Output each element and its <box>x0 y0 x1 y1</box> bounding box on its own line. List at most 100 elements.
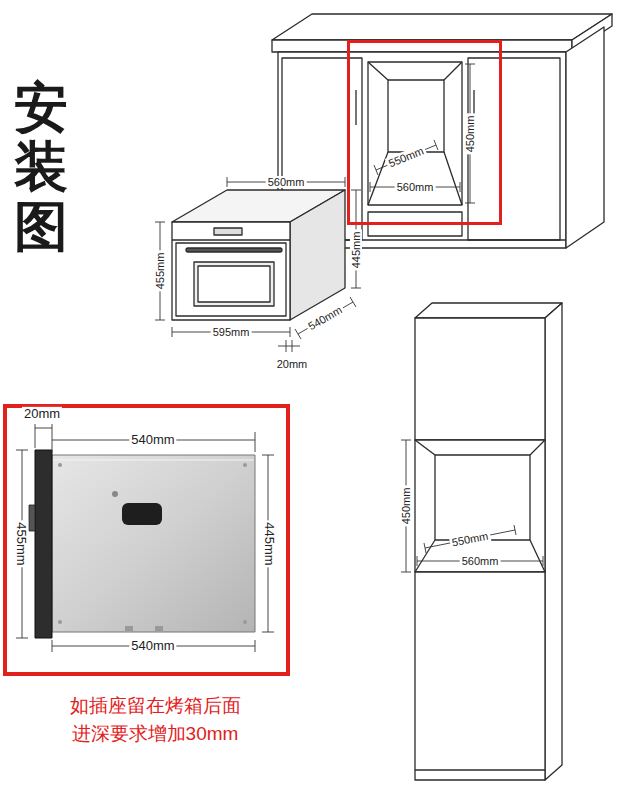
tall-cabinet-part <box>415 769 545 770</box>
oven-dimension-lines-part <box>295 329 301 339</box>
dimension-label: 445mm <box>350 230 362 271</box>
tall-cabinet-part <box>415 318 545 440</box>
base-cabinet-part <box>368 62 462 205</box>
dimension-label: 595mm <box>211 326 252 338</box>
oven-side-view-part <box>53 460 254 461</box>
tall-cabinet-part <box>415 572 545 780</box>
cabinet-dimension-lines-part <box>465 64 475 65</box>
cabinet-dimension-lines-part <box>374 165 378 175</box>
oven-side-view-part <box>52 455 255 632</box>
tall-cabinet-part <box>415 440 545 572</box>
cabinet-dimension-lines-part <box>460 182 461 192</box>
tall-cabinet-part <box>435 455 530 540</box>
base-cabinet-part <box>272 14 612 40</box>
oven-unit-part <box>290 190 345 320</box>
tall-cabinet-dimension-lines-part <box>543 556 544 566</box>
oven-side-view-part <box>125 626 133 631</box>
tall-cabinet-part <box>415 303 562 318</box>
tall-cabinet-dimension-lines-part <box>401 572 411 573</box>
oven-side-view <box>29 450 255 638</box>
dimension-label: 455mm <box>14 520 28 567</box>
oven-side-view-part <box>243 620 247 624</box>
oven-unit-part <box>176 243 286 316</box>
tall-cabinet-part <box>415 540 435 572</box>
tall-cabinet-dimension-lines <box>401 440 543 572</box>
dimension-label: 455mm <box>154 251 166 292</box>
dimension-label: 445mm <box>262 520 276 567</box>
dimension-label: 540mm <box>129 433 176 447</box>
oven-dimension-lines-part <box>345 177 346 187</box>
dimension-label: 560mm <box>266 176 307 188</box>
oven-dimension-lines-part <box>351 288 361 289</box>
oven-unit-part <box>194 262 274 306</box>
oven-side-view-part <box>243 463 247 467</box>
cabinet-dimension-lines-part <box>434 140 438 150</box>
oven-side-view-part <box>35 450 52 638</box>
side-view-dimension-lines-part <box>16 450 28 451</box>
tall-cabinet-dimension-lines-part <box>425 530 515 548</box>
tall-cabinet-part <box>545 303 562 780</box>
side-view-dimension-lines <box>16 424 274 652</box>
dimension-label: 450mm <box>464 114 476 155</box>
dimension-label: 560mm <box>460 555 501 567</box>
oven-side-view-part <box>29 505 35 531</box>
dimension-label: 20mm <box>275 358 310 370</box>
dimension-label: 450mm <box>400 486 412 527</box>
base-cabinet-part <box>444 62 462 80</box>
oven-unit-part <box>186 248 282 252</box>
tall-cabinet-part <box>530 540 545 572</box>
base-cabinet-part <box>355 90 356 125</box>
oven-dimension-lines-part <box>351 190 361 191</box>
oven-side-view-part <box>112 491 118 497</box>
highlight-frame: 20mm 540mm 455mm 445mm 540mm <box>3 404 290 676</box>
oven-dimension-lines-part <box>290 327 291 337</box>
oven-unit <box>172 190 345 320</box>
oven-dimension-lines-part <box>278 346 300 347</box>
cabinet-dimension-lines-part <box>370 182 371 192</box>
tall-cabinet-dimension-lines-part <box>514 525 516 535</box>
side-view-dimension-lines-part <box>255 640 256 652</box>
installation-note: 如插座留在烤箱后面 进深要求增加30mm <box>65 692 245 747</box>
oven-unit-part <box>172 222 290 320</box>
side-view-dimension-lines-part <box>52 640 53 652</box>
oven-side-view-part <box>58 620 62 624</box>
oven-dimension-lines-part <box>298 302 353 334</box>
base-cabinet-part <box>566 27 604 248</box>
oven-unit-part <box>172 239 290 240</box>
tall-cabinet-dimension-lines-part <box>417 556 418 566</box>
oven-side-view-part <box>155 626 163 631</box>
vertical-title: 安装图 <box>14 78 68 256</box>
side-view-dimension-lines-part <box>255 432 256 452</box>
oven-dimension-lines-part <box>350 297 356 307</box>
tall-cabinet-part <box>415 440 435 455</box>
side-view-dimension-lines-part <box>35 428 52 429</box>
side-view-dimension-lines-part <box>262 632 274 633</box>
oven-dimension-lines-part <box>155 320 165 321</box>
tall-cabinet <box>415 303 562 780</box>
oven-dimension-lines-part <box>155 222 165 223</box>
dimension-label: 20mm <box>22 407 62 421</box>
dimension-label: 550mm <box>385 144 427 170</box>
oven-side-view-part <box>58 463 62 467</box>
tall-cabinet-part <box>530 440 545 455</box>
base-cabinet-part <box>444 152 462 205</box>
side-view-dimension-lines-part <box>262 455 274 456</box>
side-view-dimension-lines-part <box>16 638 28 639</box>
dimension-label: 560mm <box>395 181 436 193</box>
oven-side-view-part <box>122 503 162 525</box>
oven-unit-part <box>214 228 242 235</box>
cabinet-dimension-lines <box>370 64 475 203</box>
oven-dimension-lines <box>155 177 361 352</box>
oven-dimension-lines-part <box>172 327 173 337</box>
cabinet-dimension-lines-part <box>465 203 475 204</box>
tall-cabinet-dimension-lines-part <box>424 543 426 553</box>
base-cabinet-part <box>468 58 560 240</box>
base-cabinet-part <box>388 80 444 152</box>
tall-cabinet-dimension-lines-part <box>401 440 411 441</box>
oven-unit-part <box>198 266 270 302</box>
dimension-label: 540mm <box>129 639 176 653</box>
base-cabinet-part <box>368 62 388 80</box>
highlight-frame: 550mm 560mm 450mm <box>347 40 502 225</box>
oven-dimension-lines-part <box>227 177 228 187</box>
